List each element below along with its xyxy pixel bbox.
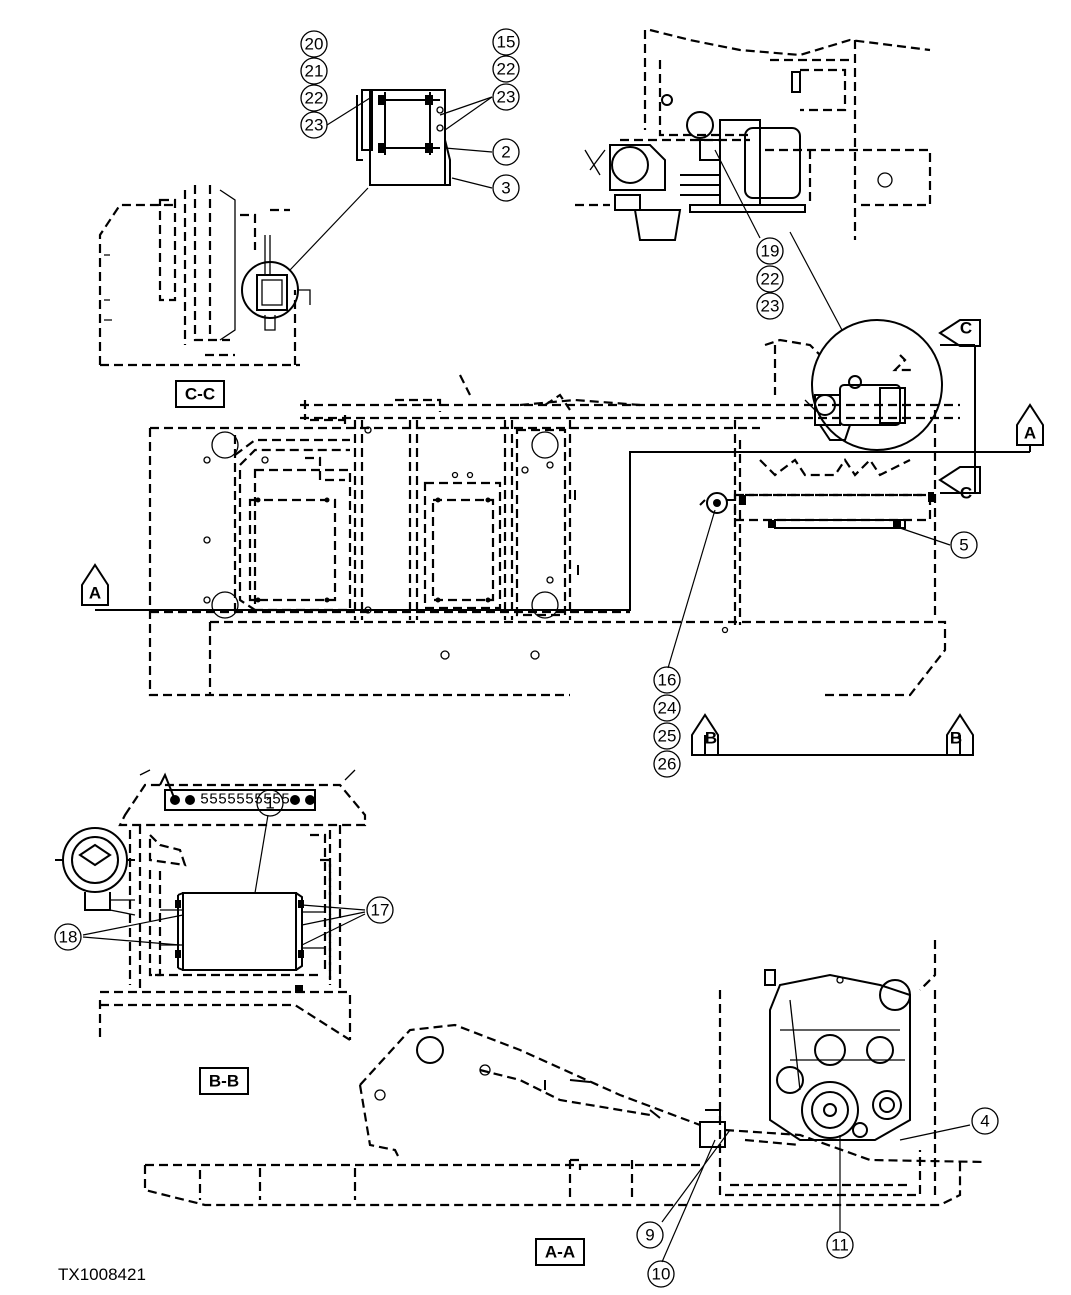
upper-right-detail [575,28,932,331]
callout-1: 1 [256,789,284,817]
svg-text:23: 23 [761,297,780,316]
callout-23: 23 [300,111,328,139]
callout-17: 17 [366,896,394,924]
section-arrow-c-bottom: C [938,466,981,503]
callout-11: 11 [826,1231,854,1259]
section-aa-view [143,940,986,1263]
svg-text:B-B: B-B [209,1072,239,1091]
svg-text:26: 26 [658,755,677,774]
svg-text:21: 21 [305,62,324,81]
svg-text:B: B [705,729,717,748]
section-arrow-c-top: C [938,319,981,347]
svg-text:A-A: A-A [545,1243,575,1262]
callout-22: 22 [492,55,520,83]
callout-16: 16 [653,666,681,694]
svg-text:B: B [950,729,962,748]
svg-text:23: 23 [305,116,324,135]
callout-19: 19 [756,237,784,265]
callout-21: 21 [300,57,328,85]
svg-text:24: 24 [658,699,677,718]
callout-15: 15 [492,28,520,56]
callout-9: 9 [636,1221,664,1249]
section-arrow-b-left: B [691,713,719,756]
callouts: 20 21 22 23 15 22 23 2 3 19 22 23 5 16 2… [54,28,999,1288]
callout-5: 5 [950,531,978,559]
component-1 [182,892,297,971]
callout-4: 4 [971,1107,999,1135]
figure-id: TX1008421 [58,1265,146,1284]
section-bb-view: 5555555555 [55,769,367,1041]
section-cc-view [98,185,311,367]
svg-text:10: 10 [652,1265,671,1284]
svg-text:17: 17 [371,901,390,920]
svg-text:C-C: C-C [185,385,215,404]
engine [769,973,911,1141]
detail-circle-c [811,319,943,451]
callout-25: 25 [653,722,681,750]
component-16 [706,492,728,514]
section-arrow-a-left: A [81,563,109,606]
callout-20: 20 [300,30,328,58]
svg-text:C: C [960,484,972,503]
svg-text:22: 22 [497,60,516,79]
svg-text:18: 18 [59,928,78,947]
callout-24: 24 [653,694,681,722]
callout-10: 10 [647,1260,675,1288]
svg-text:C: C [960,319,972,338]
svg-text:A: A [89,584,101,603]
svg-text:16: 16 [658,671,677,690]
svg-text:22: 22 [761,270,780,289]
callout-18: 18 [54,923,82,951]
svg-text:1: 1 [265,794,274,813]
bracket-detail [289,89,451,271]
section-arrow-b-right: B [946,713,974,756]
svg-text:4: 4 [980,1112,989,1131]
svg-text:5: 5 [959,536,968,555]
svg-text:A: A [1024,424,1036,443]
svg-text:25: 25 [658,727,677,746]
svg-text:22: 22 [305,89,324,108]
main-frame-view [95,319,1031,756]
svg-text:19: 19 [761,242,780,261]
section-label-cc: C-C [175,380,225,408]
section-label-aa: A-A [535,1238,585,1266]
section-label-bb: B-B [199,1067,249,1095]
callout-22: 22 [300,84,328,112]
svg-text:20: 20 [305,35,324,54]
svg-text:11: 11 [831,1236,849,1255]
callout-22: 22 [756,265,784,293]
svg-text:9: 9 [645,1226,654,1245]
section-arrow-a-right: A [1016,403,1044,446]
callout-23: 23 [492,83,520,111]
callout-3: 3 [492,174,520,202]
svg-text:15: 15 [497,33,516,52]
callout-26: 26 [653,750,681,778]
callout-23: 23 [756,292,784,320]
callout-2: 2 [492,138,520,166]
svg-text:2: 2 [501,143,510,162]
svg-text:5555555555: 5555555555 [200,792,290,809]
upper-leaders [326,96,493,189]
svg-text:23: 23 [497,88,516,107]
svg-text:3: 3 [501,179,510,198]
